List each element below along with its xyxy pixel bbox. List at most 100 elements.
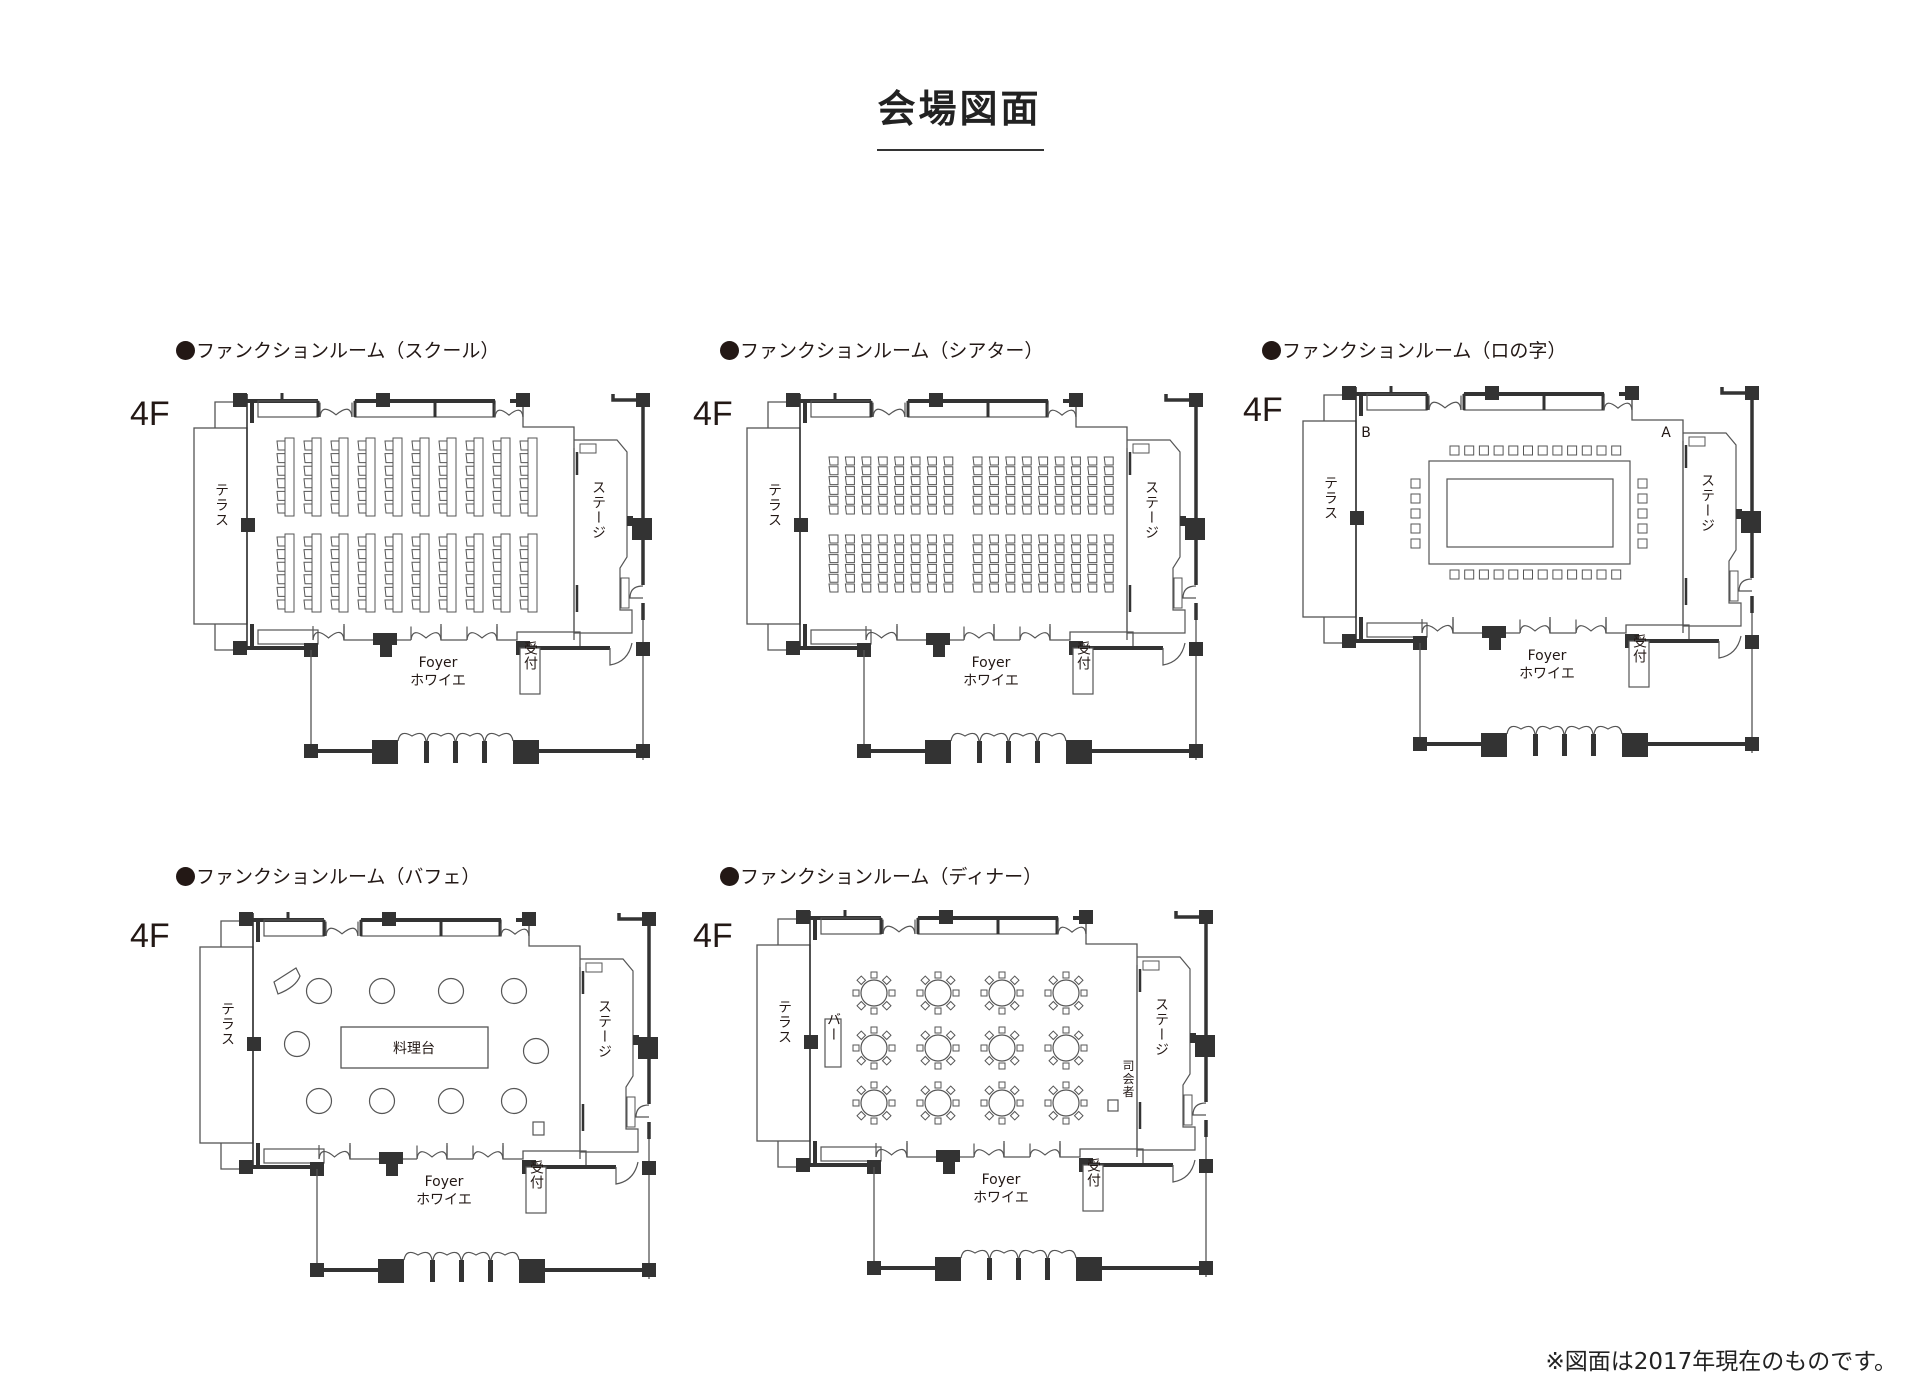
chair xyxy=(465,536,474,547)
column xyxy=(513,740,539,764)
floor-plan-theater: テラスステージFoyerホワイエ受付 xyxy=(746,393,1205,764)
chair xyxy=(1048,1055,1059,1066)
seat xyxy=(1038,476,1049,486)
chair xyxy=(330,586,339,597)
seat xyxy=(1005,505,1016,515)
chair xyxy=(1410,478,1421,489)
stage-steps xyxy=(1132,443,1150,454)
chair xyxy=(1062,1026,1070,1034)
reception-label: 受付 xyxy=(522,641,538,671)
column xyxy=(636,393,650,407)
chair xyxy=(856,1085,867,1096)
reception-box xyxy=(1628,640,1650,688)
door-icon xyxy=(1172,1159,1196,1183)
chair xyxy=(1637,538,1648,549)
chair xyxy=(1611,445,1622,456)
chair xyxy=(1493,569,1504,580)
seat xyxy=(1005,466,1016,476)
chair xyxy=(916,989,924,997)
wall-panel xyxy=(820,1146,882,1162)
seat xyxy=(910,544,921,554)
door-icon xyxy=(432,1251,462,1261)
chair xyxy=(438,549,447,560)
seat xyxy=(943,554,954,564)
stage-socket xyxy=(633,1035,639,1045)
room-wall xyxy=(906,1141,938,1158)
chair xyxy=(980,1044,988,1052)
door-icon xyxy=(484,732,514,742)
chair xyxy=(1062,1081,1070,1089)
seat xyxy=(828,544,839,554)
chair xyxy=(384,586,393,597)
seat xyxy=(1087,495,1098,505)
column xyxy=(867,1261,881,1275)
seat xyxy=(943,485,954,495)
seat xyxy=(943,563,954,573)
seat xyxy=(1070,505,1081,515)
seat xyxy=(1054,563,1065,573)
seat xyxy=(972,466,983,476)
stage-steps xyxy=(585,962,603,973)
chair xyxy=(1449,445,1460,456)
round-table xyxy=(522,1037,550,1065)
column xyxy=(376,393,390,407)
chair xyxy=(1073,1085,1084,1096)
chair xyxy=(870,971,878,979)
chair xyxy=(303,503,312,514)
chair xyxy=(492,453,501,464)
chair xyxy=(1009,1110,1020,1121)
plan-heading-text: ファンクションルーム（バフェ） xyxy=(196,866,481,888)
seat xyxy=(926,476,937,486)
room-wall xyxy=(1003,1141,1030,1158)
footnote: ※図面は2017年現在のものです。 xyxy=(1545,1349,1897,1375)
seat xyxy=(910,583,921,593)
column xyxy=(632,518,652,540)
column xyxy=(382,912,396,926)
seat xyxy=(988,534,999,544)
door-post xyxy=(453,741,458,763)
door-icon xyxy=(426,732,456,742)
column xyxy=(786,641,800,655)
seat xyxy=(877,534,888,544)
chair xyxy=(1596,445,1607,456)
terrace-wall xyxy=(220,920,246,947)
chair xyxy=(330,453,339,464)
chair xyxy=(465,453,474,464)
column xyxy=(1185,518,1205,540)
seat xyxy=(972,456,983,466)
round-table xyxy=(437,1087,465,1115)
room-wall xyxy=(1075,402,1128,640)
bullet-icon xyxy=(1262,341,1281,360)
seat xyxy=(972,476,983,486)
door-icon xyxy=(872,408,906,418)
seat xyxy=(861,466,872,476)
door-icon xyxy=(1047,409,1077,418)
terrace-wall xyxy=(777,1141,803,1168)
seat xyxy=(1054,554,1065,564)
seat xyxy=(1021,563,1032,573)
room-wall xyxy=(993,624,1020,641)
seat xyxy=(1021,505,1032,515)
door-icon xyxy=(1192,1102,1207,1116)
chair xyxy=(1062,1117,1070,1125)
door-icon xyxy=(325,927,359,937)
chair xyxy=(303,453,312,464)
chair xyxy=(357,440,366,451)
desk xyxy=(311,437,322,517)
chair xyxy=(920,1085,931,1096)
chair xyxy=(465,549,474,560)
chair xyxy=(870,1117,878,1125)
chair xyxy=(1009,1055,1020,1066)
chair xyxy=(1080,1044,1088,1052)
seat xyxy=(926,583,937,593)
chair xyxy=(384,465,393,476)
column xyxy=(794,518,808,532)
chair xyxy=(1637,493,1648,504)
chair xyxy=(303,586,312,597)
chair xyxy=(303,440,312,451)
chair xyxy=(465,503,474,514)
column xyxy=(1195,1035,1215,1057)
seat xyxy=(877,583,888,593)
seat xyxy=(1005,495,1016,505)
chair xyxy=(519,465,528,476)
